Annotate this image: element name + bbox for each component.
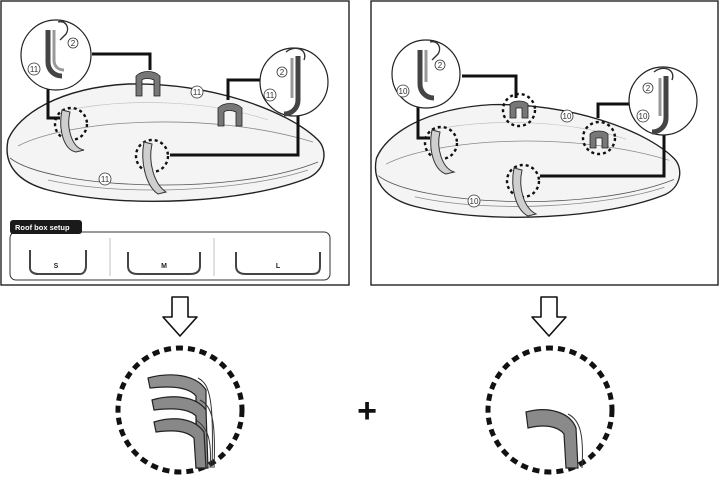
left-hook-inset-right: 2 11 xyxy=(259,47,329,117)
left-straps xyxy=(60,109,168,195)
right-strap-callout-1: 10 xyxy=(399,87,408,96)
right-hooks xyxy=(509,100,609,149)
box-strap-callout-top: 11 xyxy=(193,88,202,97)
right-hook-callout: 2 xyxy=(438,61,443,70)
plus-sign: + xyxy=(357,392,377,430)
roof-box-setup-panel: Roof box setup S M L xyxy=(9,220,331,281)
bottom-detail-left xyxy=(115,345,245,475)
right-hook-inset: 2 10 xyxy=(391,39,461,109)
right-strap-callout-2: 10 xyxy=(639,112,648,121)
left-panel: 2 11 2 11 11 11 Roof box se xyxy=(0,0,350,286)
box-strap-callout-bottom: 11 xyxy=(101,175,110,184)
left-strap-callout-1: 11 xyxy=(30,65,39,74)
right-panel: 2 10 2 10 10 10 xyxy=(370,0,719,286)
bottom-detail-right xyxy=(485,345,615,475)
left-hook-inset: 2 11 xyxy=(20,19,92,91)
left-hook-callout-right: 2 xyxy=(280,68,285,77)
down-arrow-right xyxy=(531,296,567,337)
right-hook-callout-right: 2 xyxy=(646,84,651,93)
down-arrow-left xyxy=(162,296,198,337)
triple-hook-icon xyxy=(147,374,215,469)
right-box-callout-top: 10 xyxy=(563,112,572,121)
left-strap-callout-2: 11 xyxy=(266,91,275,100)
right-straps xyxy=(430,129,538,217)
setup-header: Roof box setup xyxy=(15,223,70,232)
left-hook-cluster xyxy=(135,71,243,127)
size-s: S xyxy=(54,263,59,270)
right-box-callout-bottom: 10 xyxy=(470,197,479,206)
right-hook-inset-right: 2 10 xyxy=(628,66,698,136)
right-detail-circles xyxy=(423,92,617,199)
left-hook-callout: 2 xyxy=(71,39,76,48)
right-connector-lines xyxy=(416,74,666,178)
single-hook-icon xyxy=(525,409,583,469)
size-l: L xyxy=(276,263,281,270)
size-m: M xyxy=(161,263,167,270)
setup-header-bg xyxy=(10,220,82,234)
